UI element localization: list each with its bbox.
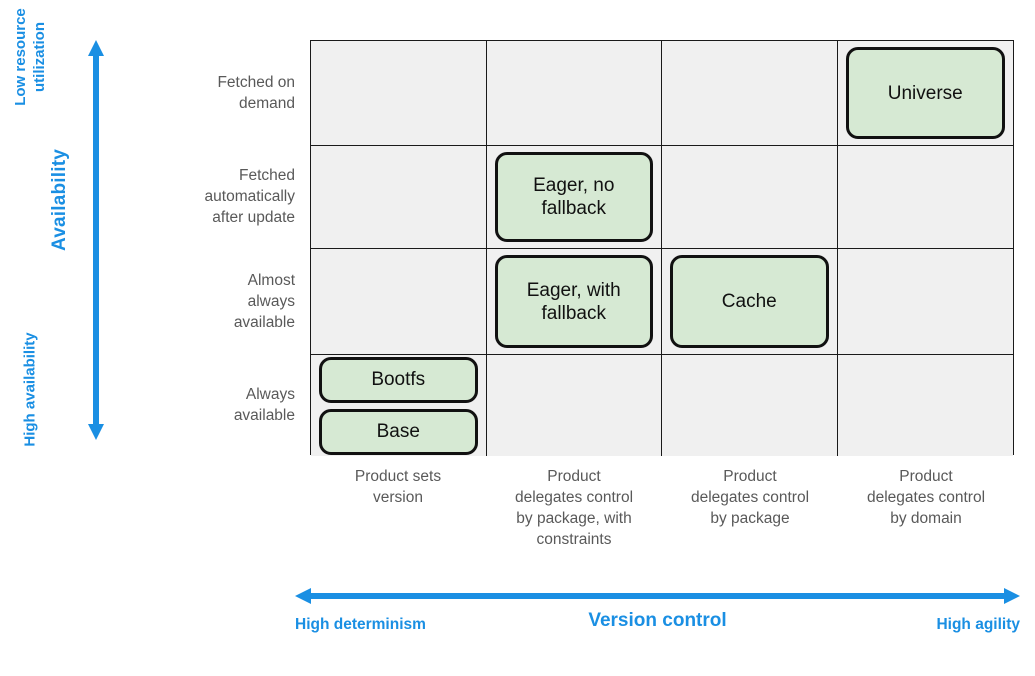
cell-r4c1: Bootfs Base [311,355,487,456]
row-label-fetched-on-demand: Fetched on demand [130,40,295,145]
x-axis-title: Version control [588,610,727,631]
cell-r2c4 [837,146,1013,249]
y-axis-bottom-label-line1: High [21,413,39,447]
y-axis-bottom-label-line2: availability [21,332,39,410]
column-label-line1: Product [723,468,777,485]
x-axis-right-label: High agility [936,616,1020,633]
x-axis-left-label: High determinism [295,616,426,633]
cell-r2c2: Eager, no fallback [486,146,662,249]
row-label-line2: always [247,292,295,310]
column-label-line2: version [373,489,423,506]
row-label-line3: after update [212,209,295,226]
cell-r4c4 [837,355,1013,456]
node-base[interactable]: Base [319,408,478,455]
arrow-down-head-icon [88,424,104,440]
node-label-line2: fallback [541,302,606,324]
matrix-grid: Universe Eager, no fallback Eager, with … [310,40,1014,456]
row-label-line1: Always [245,385,295,403]
column-label-line2: delegates control [866,489,986,506]
column-label-delegates-by-package-with-constraints: Product delegates control by package, wi… [486,466,662,550]
row-label-line1: Almost [247,271,295,289]
cell-r4c3 [662,355,838,456]
column-labels: Product sets version Product delegates c… [310,466,1014,550]
column-label-line4: constraints [536,531,612,548]
column-label-line1: Product [899,468,953,485]
row-label-line2: available [233,406,295,424]
node-eager-no-fallback[interactable]: Eager, no fallback [494,152,653,242]
column-label-line3: by package, with [516,510,632,527]
column-label-line2: delegates control [690,489,810,506]
column-label-line1: Product sets [354,468,442,485]
column-label-delegates-by-package: Product delegates control by package [662,466,838,550]
y-axis-title: Availability [49,148,70,251]
node-universe[interactable]: Universe [845,47,1005,139]
x-axis-group: High determinism Version control High ag… [295,588,1020,658]
node-label-line2: fallback [541,198,606,219]
row-label-line3: available [233,313,295,331]
node-label: Cache [721,291,777,312]
column-label-line3: by domain [890,510,962,527]
y-axis-top-label: Low resource utilization [11,0,49,117]
node-label-line1: Eager, with [526,279,621,301]
cell-r1c3 [662,41,838,146]
vertical-double-arrow-icon [88,40,104,440]
column-label-line2: delegates control [514,489,634,506]
row-label-line2: automatically [204,188,295,205]
arrow-up-head-icon [88,40,104,56]
node-label: Universe [887,82,963,104]
column-label-line3: by package [710,510,790,527]
cell-r2c3 [662,146,838,249]
arrow-shaft [308,593,1007,599]
node-label: Bootfs [371,369,426,390]
cell-r3c4 [837,249,1013,355]
node-eager-with-fallback[interactable]: Eager, with fallback [494,255,653,348]
node-label-line1: Eager, no [533,175,615,196]
row-label-line1: Fetched [238,167,295,184]
column-label-delegates-by-domain: Product delegates control by domain [838,466,1014,550]
row-label-always-available: Always available [130,354,295,455]
y-axis-group: Low resource utilization Availability Hi… [0,0,120,470]
cell-r1c1 [311,41,487,146]
row-labels: Fetched on demand Fetched automatically … [130,40,295,455]
node-bootfs[interactable]: Bootfs [319,356,478,403]
column-label-line1: Product [547,468,601,485]
cell-r1c2 [486,41,662,146]
node-cache[interactable]: Cache [670,255,829,348]
y-axis-top-label-line2: utilization [31,22,48,92]
arrow-right-head-icon [1004,588,1020,604]
row-label-fetched-automatically: Fetched automatically after update [130,145,295,248]
row-label-line1: Fetched on [217,73,295,91]
cell-r1c4: Universe [837,41,1013,146]
cell-r2c1 [311,146,487,249]
row-label-almost-always-available: Almost always available [130,248,295,354]
cell-r4c2 [486,355,662,456]
node-label: Base [376,421,420,442]
arrow-shaft [93,53,99,427]
y-axis-bottom-label: High availability [21,330,40,450]
column-label-product-sets-version: Product sets version [310,466,486,550]
cell-r3c3: Cache [662,249,838,355]
cell-r3c1 [311,249,487,355]
horizontal-double-arrow-icon [295,588,1020,604]
arrow-left-head-icon [295,588,311,604]
cell-r3c2: Eager, with fallback [486,249,662,355]
y-axis-top-label-line1: Low resource [12,8,29,106]
row-label-line2: demand [238,94,295,112]
